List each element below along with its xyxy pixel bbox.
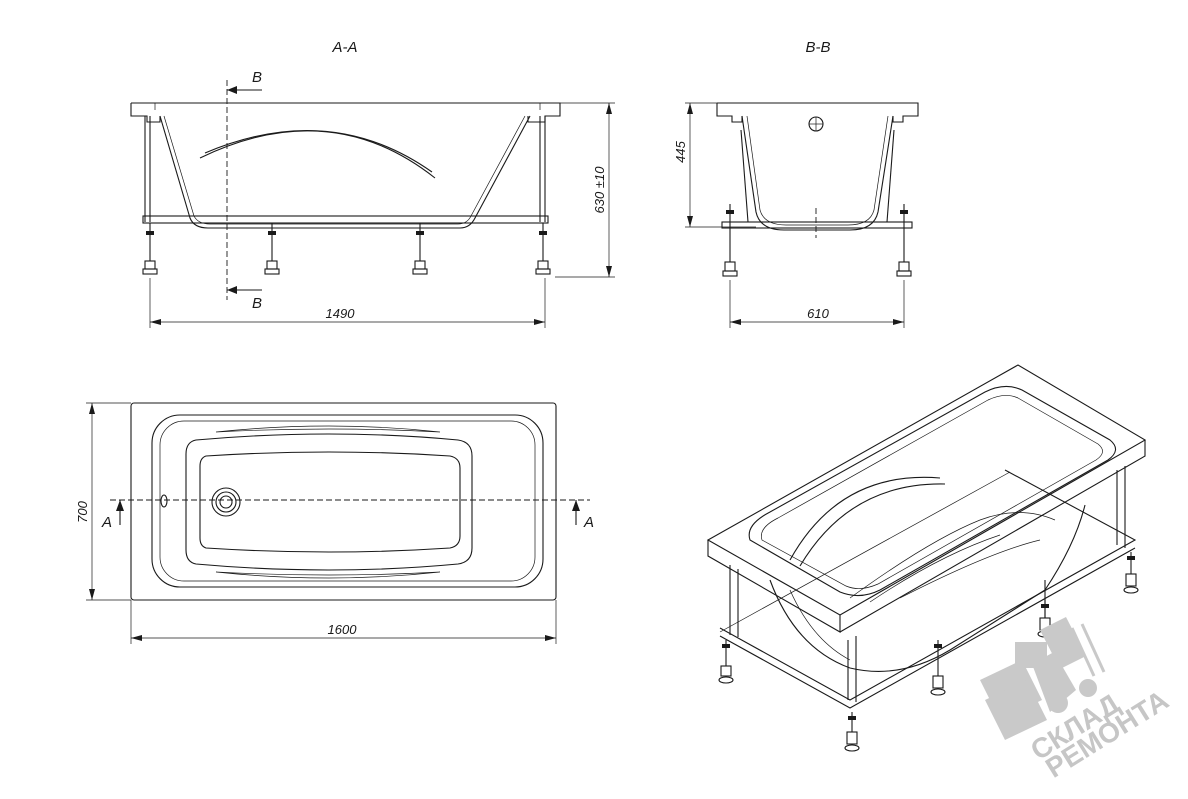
dimension-1600 (130, 600, 557, 644)
dimension-1600-label: 1600 (328, 622, 358, 637)
plan-view: A A 700 1600 (75, 402, 594, 644)
iso-tub-body (769, 504, 1086, 672)
tub-body-outline (159, 115, 531, 229)
iso-support-frame (719, 466, 1137, 709)
adjustable-legs-bb (722, 204, 912, 277)
cut-label-a-left: A (101, 514, 112, 531)
iso-inner-rim (748, 385, 1117, 597)
support-frame (142, 116, 549, 224)
tub-body-bb (741, 115, 894, 231)
dimension-1490 (149, 278, 546, 328)
cut-line-bb (226, 80, 262, 300)
tub-rim-bb (716, 102, 919, 123)
cut-label-b-top: B (252, 69, 262, 86)
cut-label-b-bottom: B (252, 295, 262, 312)
watermark-logo: СКЛАД РЕМОНТА (980, 617, 1174, 784)
cut-line-aa (110, 499, 590, 525)
section-bb-view: B-B 445 (673, 39, 919, 328)
drain-circle (808, 116, 824, 132)
section-aa-title: A-A (331, 39, 357, 56)
support-frame-bb (721, 129, 913, 229)
plan-outline (130, 402, 557, 601)
backrest-arc (199, 130, 436, 179)
section-aa-view: A-A B (130, 39, 615, 328)
plan-drain (211, 487, 241, 517)
dimension-610-label: 610 (807, 306, 829, 321)
plan-inner-rim (151, 414, 544, 588)
dimension-700 (86, 402, 131, 601)
iso-rim-top (706, 364, 1147, 616)
isometric-view (706, 364, 1147, 752)
dimension-445-label: 445 (673, 140, 688, 162)
iso-adjustable-legs (718, 552, 1139, 752)
dimension-1490-label: 1490 (326, 306, 356, 321)
dimension-610 (729, 280, 905, 328)
tub-rim (130, 102, 561, 123)
plan-overflow (160, 494, 168, 508)
forklift-icon (980, 617, 1106, 740)
plan-basin (185, 433, 473, 571)
adjustable-legs (142, 223, 551, 275)
dimension-700-label: 700 (75, 500, 90, 522)
section-bb-title: B-B (805, 39, 830, 56)
cut-label-a-right: A (583, 514, 594, 531)
dimension-630 (555, 102, 615, 278)
dimension-445 (685, 102, 756, 228)
dimension-630-label: 630 ±10 (592, 166, 607, 214)
